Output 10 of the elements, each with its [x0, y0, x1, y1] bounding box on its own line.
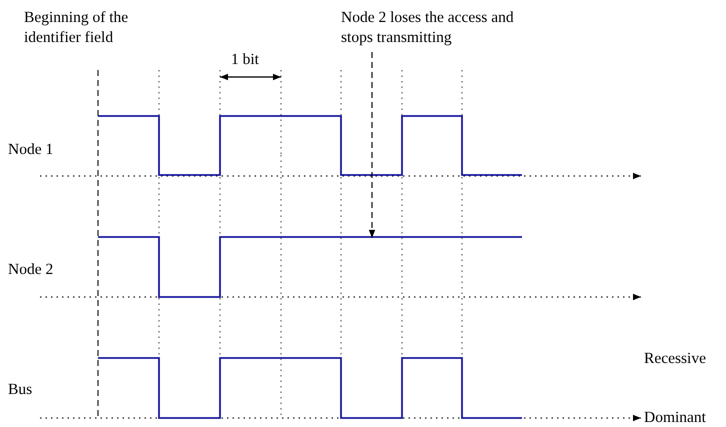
annotation-text: Node 2 loses the access and stops transmitting [341, 8, 516, 48]
level-label: Recessive [644, 349, 706, 369]
row-label: Node 1 [8, 140, 54, 160]
row-label: Node 2 [8, 260, 54, 280]
row-label: Bus [8, 380, 32, 400]
waveform [98, 236, 522, 298]
level-label: Dominant [644, 408, 706, 427]
leader-line [368, 52, 376, 238]
annotation-text: Beginning of the identifier field [24, 8, 130, 48]
dimension-label: 1 bit [231, 50, 259, 70]
